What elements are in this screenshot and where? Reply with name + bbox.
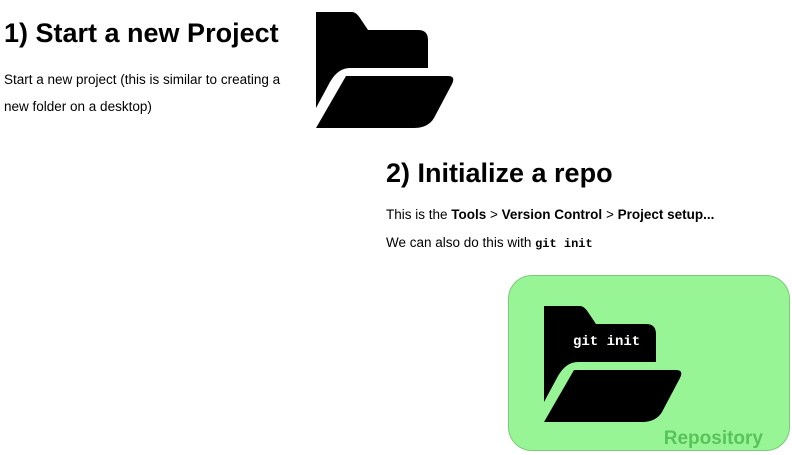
repository-label: Repository — [663, 428, 763, 449]
git-init-command: git init — [535, 237, 593, 251]
menu-project-setup: Project setup... — [617, 207, 715, 222]
menu-separator: > — [486, 207, 502, 222]
step1-description: Start a new project (this is similar to … — [4, 72, 281, 114]
menu-separator: > — [602, 207, 618, 222]
folder-git-init-label: git init — [573, 334, 641, 350]
step2-alternative: We can also do this with git init — [386, 229, 593, 258]
menu-tools: Tools — [451, 207, 487, 222]
step2-menu-path: This is the Tools > Version Control > Pr… — [386, 201, 714, 228]
alternative-text: We can also do this with — [386, 235, 536, 250]
step2-heading: 2) Initialize a repo — [386, 158, 613, 188]
menu-version-control: Version Control — [501, 207, 603, 222]
step1-heading: 1) Start a new Project — [4, 18, 279, 48]
repository-box: git init Repository — [508, 275, 790, 451]
open-folder-icon — [316, 12, 454, 128]
open-folder-icon — [544, 306, 682, 422]
menu-prefix-text: This is the — [386, 207, 452, 222]
